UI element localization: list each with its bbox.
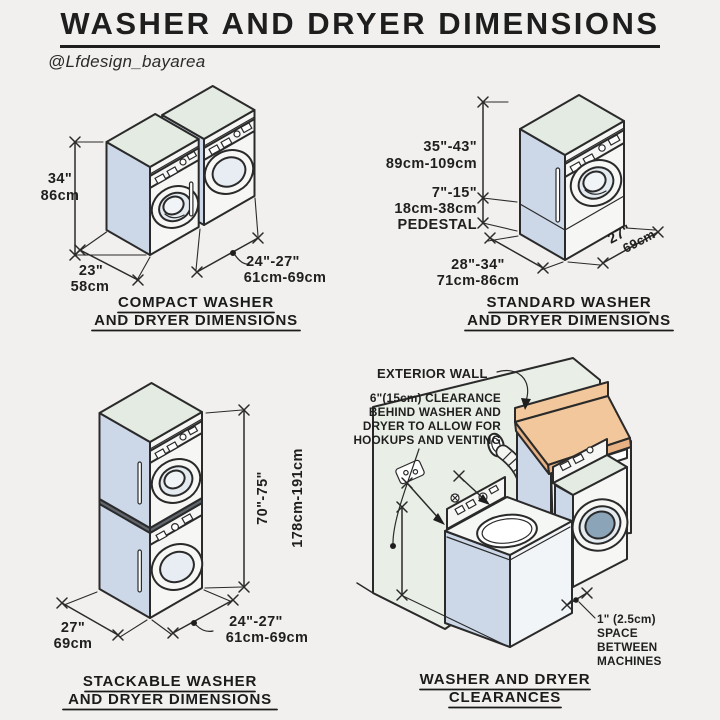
standard-pedestal-label: PEDESTAL <box>398 217 477 233</box>
compact-width-in: 24"-27" <box>246 254 300 270</box>
stack-depth-in: 27" <box>61 620 85 636</box>
clearance-dryer-illustration <box>552 438 629 588</box>
svg-text:MACHINES: MACHINES <box>597 654 662 668</box>
stack-height-in: 70"-75" <box>255 471 271 525</box>
svg-text:AND DRYER DIMENSIONS: AND DRYER DIMENSIONS <box>467 312 671 329</box>
compact-depth-in: 23" <box>79 263 103 279</box>
compact-caption: COMPACT WASHER AND DRYER DIMENSIONS <box>91 294 301 332</box>
clearances-caption: WASHER AND DRYER CLEARANCES <box>419 671 591 709</box>
compact-height-dimension: 34" 86cm <box>41 136 147 261</box>
stack-upper-unit-illustration <box>98 382 203 529</box>
compact-height-cm: 86cm <box>41 188 80 204</box>
svg-text:WASHER AND DRYER: WASHER AND DRYER <box>420 671 591 688</box>
svg-text:DRYER TO ALLOW FOR: DRYER TO ALLOW FOR <box>363 419 501 433</box>
svg-text:BETWEEN: BETWEEN <box>597 640 657 654</box>
stack-depth-cm: 69cm <box>54 636 93 652</box>
stack-width-in: 24"-27" <box>229 614 283 630</box>
exterior-wall-label-group: EXTERIOR WALL <box>377 366 531 410</box>
stackable-washer-dryer-diagram: 70"-75" 178cm-191cm 27" 69cm 24"-27" 61c… <box>54 382 309 711</box>
machine-gap-dimension <box>561 587 596 619</box>
clearances-diagram: EXTERIOR WALL 6"(15cm) CLEARANCE BEHIND … <box>353 357 662 709</box>
compact-depth-dimension: 23" 58cm <box>71 231 151 295</box>
standard-depth-dimension: 28"-34" 71cm-86cm <box>437 232 564 289</box>
author-handle: @Lfdesign_bayarea <box>48 52 206 71</box>
stack-width-cm: 61cm-69cm <box>226 630 309 646</box>
svg-text:HOOKUPS AND VENTING: HOOKUPS AND VENTING <box>353 433 501 447</box>
svg-text:STANDARD WASHER: STANDARD WASHER <box>486 294 651 311</box>
page-title: WASHER AND DRYER DIMENSIONS <box>60 6 660 48</box>
svg-text:1" (2.5cm): 1" (2.5cm) <box>597 612 656 626</box>
standard-washer-illustration <box>519 94 625 261</box>
compact-height-in: 34" <box>48 171 72 187</box>
svg-text:BEHIND WASHER AND: BEHIND WASHER AND <box>369 405 501 419</box>
svg-text:COMPACT WASHER: COMPACT WASHER <box>118 294 274 311</box>
svg-text:6"(15cm) CLEARANCE: 6"(15cm) CLEARANCE <box>370 391 501 405</box>
compact-width-dimension: 24"-27" 61cm-69cm <box>191 197 327 286</box>
compact-width-cm: 61cm-69cm <box>244 270 327 286</box>
wall-outlet <box>395 459 425 485</box>
svg-text:AND DRYER DIMENSIONS: AND DRYER DIMENSIONS <box>68 691 272 708</box>
stackable-caption: STACKABLE WASHER AND DRYER DIMENSIONS <box>62 673 278 711</box>
compact-depth-cm: 58cm <box>71 279 110 295</box>
standard-pedestal-cm: 18cm-38cm <box>394 201 477 217</box>
standard-pedestal-in: 7"-15" <box>432 185 477 201</box>
stack-lower-unit-illustration <box>98 501 204 619</box>
compact-washer-dryer-diagram: 34" 86cm 23" 58cm 24"-27" 61cm-69cm COMP… <box>41 85 327 332</box>
standard-depth-cm: 71cm-86cm <box>437 273 520 289</box>
svg-text:SPACE: SPACE <box>597 626 638 640</box>
stack-height-cm: 178cm-191cm <box>290 448 306 548</box>
space-note: 1" (2.5cm) SPACE BETWEEN MACHINES <box>597 612 662 668</box>
compact-washer-illustration <box>105 113 200 256</box>
clearance-note: 6"(15cm) CLEARANCE BEHIND WASHER AND DRY… <box>353 391 501 447</box>
clearance-washer-illustration <box>444 476 573 648</box>
stack-width-dimension: 24"-27" 61cm-69cm <box>151 589 309 646</box>
standard-washer-diagram: 35"-43" 89cm-109cm 7"-15" 18cm-38cm PEDE… <box>386 94 674 332</box>
standard-caption: STANDARD WASHER AND DRYER DIMENSIONS <box>464 294 674 332</box>
stack-height-dimension: 70"-75" 178cm-191cm <box>204 404 306 593</box>
clearance-dimensions <box>390 448 506 646</box>
standard-height-dimension: 35"-43" 89cm-109cm 7"-15" 18cm-38cm PEDE… <box>386 96 518 233</box>
exterior-wall-label: EXTERIOR WALL <box>377 366 488 381</box>
standard-height-cm: 89cm-109cm <box>386 156 477 172</box>
svg-text:STACKABLE WASHER: STACKABLE WASHER <box>83 673 257 690</box>
stack-depth-dimension: 27" 69cm <box>54 591 148 652</box>
stack-divider <box>98 497 203 534</box>
svg-text:CLEARANCES: CLEARANCES <box>449 689 561 706</box>
standard-height-in: 35"-43" <box>423 139 477 155</box>
standard-depth-in: 28"-34" <box>451 257 505 273</box>
svg-text:AND DRYER DIMENSIONS: AND DRYER DIMENSIONS <box>94 312 298 329</box>
